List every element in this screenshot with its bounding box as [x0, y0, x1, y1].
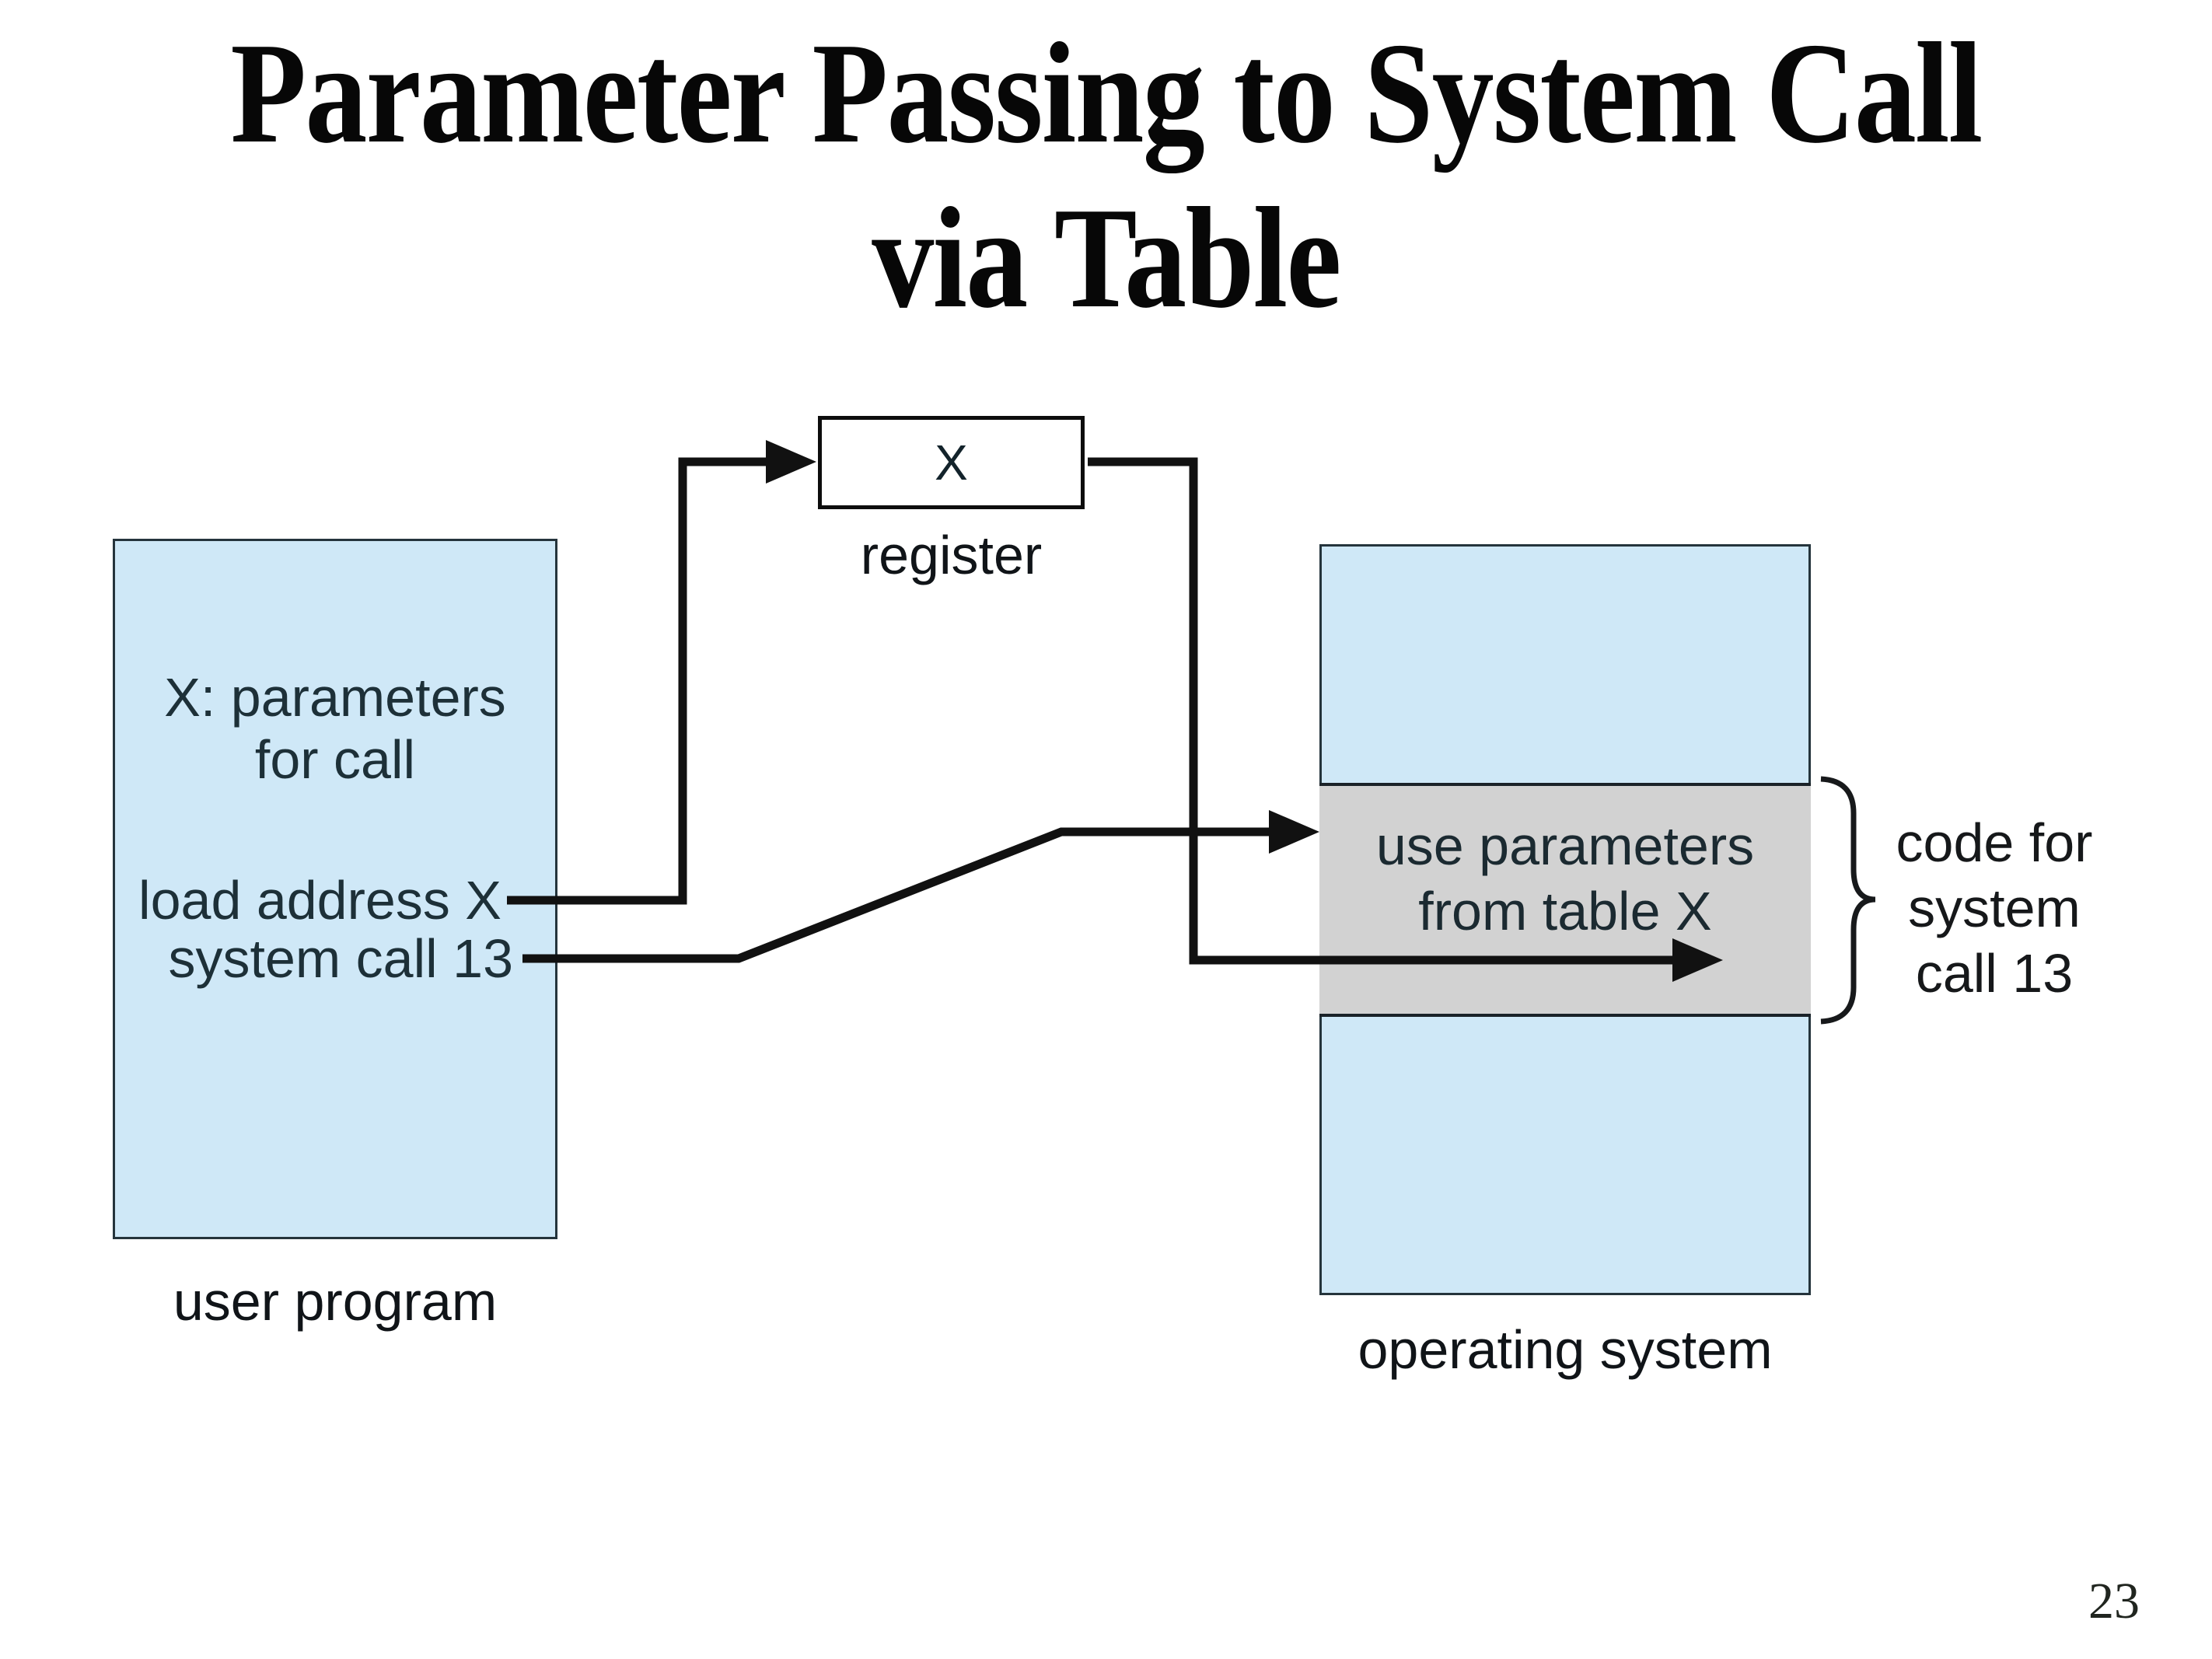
code-for-system-call-line2: system [1908, 878, 2081, 938]
handler-text-line2: from table X [1418, 881, 1712, 941]
parameters-text-line1: X: parameters [164, 667, 506, 728]
slide-title-line1: Parameter Passing to System Call [230, 13, 1983, 173]
register-label: register [860, 525, 1043, 585]
arrow-system-call-to-table [522, 827, 1274, 963]
slide-title-line2: via Table [872, 178, 1341, 339]
page-number: 23 [2088, 1573, 2140, 1629]
register-box: X [818, 416, 1085, 509]
instruction-load-address: load address X [138, 870, 501, 931]
parameters-text-line2: for call [254, 729, 416, 790]
handler-text: use parameters from table X [1319, 813, 1811, 944]
register-value: X [935, 435, 968, 491]
code-for-system-call-label: code for system call 13 [1866, 810, 2123, 1006]
slide-title: Parameter Passing to System Call via Tab… [155, 11, 2057, 341]
code-for-system-call-line3: call 13 [1915, 943, 2074, 1004]
user-program-label: user program [173, 1271, 498, 1332]
handler-text-line1: use parameters [1375, 816, 1755, 876]
arrowhead-into-table [1269, 810, 1319, 854]
instruction-system-call: system call 13 [168, 928, 513, 989]
user-program-box [113, 539, 557, 1239]
code-for-system-call-line1: code for [1896, 812, 2093, 873]
operating-system-label: operating system [1358, 1319, 1773, 1380]
parameters-text: X: parameters for call [113, 666, 557, 791]
arrowhead-into-register [766, 440, 816, 484]
